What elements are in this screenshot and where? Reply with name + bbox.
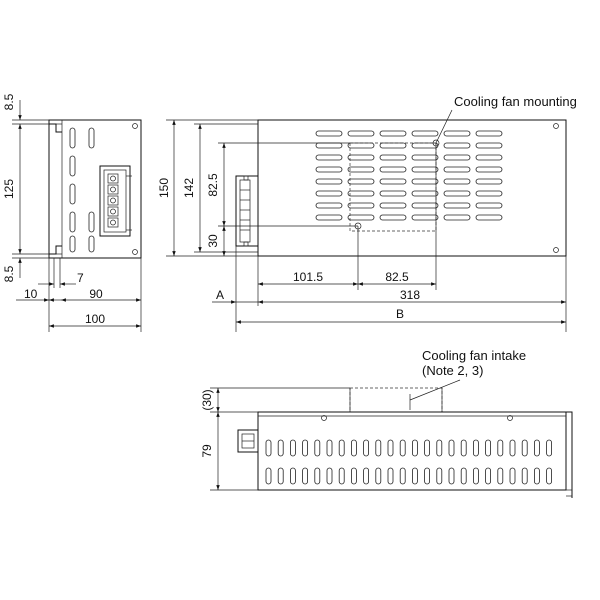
vent-slot — [363, 467, 370, 485]
vent-slot — [472, 467, 479, 485]
front-view: Cooling fan intake (Note 2, 3) (30) 79 — [200, 348, 573, 498]
vent-slot — [399, 439, 406, 457]
dim-top-a: A — [216, 288, 224, 302]
top-screw-tr — [553, 123, 559, 129]
dim-top-fan-height: 82.5 — [206, 173, 220, 197]
dim-side-flange: 7 — [77, 271, 84, 285]
dim-side-bottom-gap: 8.5 — [2, 265, 16, 282]
vent-slot — [497, 467, 504, 485]
top-terminal-block — [235, 175, 259, 247]
vent-slot — [546, 439, 552, 457]
dim-top-b: B — [396, 307, 404, 321]
vent-slot — [534, 439, 540, 457]
dim-side-top-gap: 8.5 — [2, 93, 16, 110]
vent-slot — [314, 467, 321, 485]
dim-side-mount-span: 125 — [2, 179, 16, 199]
top-view: Cooling fan mounting 150 142 82.5 30 101… — [157, 94, 577, 332]
vent-slot — [387, 439, 394, 457]
vent-slot — [436, 439, 443, 457]
top-screw-br — [553, 247, 559, 253]
top-vent-slots — [315, 130, 503, 221]
vent-slot — [302, 439, 309, 457]
side-body-outline — [48, 119, 142, 259]
front-fan — [349, 387, 443, 413]
side-view: 8.5 125 8.5 7 10 90 100 — [2, 93, 142, 332]
dim-top-length: 318 — [400, 288, 420, 302]
dim-front-fan-clearance: (30) — [200, 389, 214, 410]
dim-side-depth: 90 — [89, 287, 103, 301]
front-vent-slots — [265, 439, 552, 485]
side-vent-slots — [69, 127, 95, 253]
vent-slot — [497, 439, 504, 457]
vent-slot — [460, 439, 467, 457]
side-screw-bottom — [132, 249, 138, 255]
vent-slot — [485, 439, 492, 457]
note-fan-intake-line1: Cooling fan intake — [422, 348, 526, 363]
vent-slot — [326, 467, 333, 485]
vent-slot — [546, 467, 552, 485]
vent-slot — [289, 467, 296, 485]
vent-slot — [424, 467, 431, 485]
vent-slot — [265, 467, 272, 485]
dim-top-fan-left: 101.5 — [293, 270, 323, 284]
top-body-outline — [257, 119, 567, 257]
vent-slot — [277, 439, 284, 457]
vent-slot — [387, 467, 394, 485]
dim-top-fan-width: 82.5 — [385, 270, 409, 284]
vent-slot — [326, 439, 333, 457]
dim-side-offset: 10 — [24, 287, 38, 301]
vent-slot — [375, 467, 382, 485]
side-screw-top — [132, 123, 138, 129]
vent-slot — [485, 467, 492, 485]
vent-slot — [363, 439, 370, 457]
vent-slot — [302, 467, 309, 485]
vent-slot — [460, 467, 467, 485]
vent-slot — [411, 439, 418, 457]
fan-mounting-area — [349, 142, 437, 232]
note-fan-mounting: Cooling fan mounting — [454, 94, 577, 109]
vent-slot — [277, 467, 284, 485]
vent-slot — [289, 439, 296, 457]
vent-slot — [350, 439, 357, 457]
note-fan-intake-line2: (Note 2, 3) — [422, 363, 483, 378]
dim-top-fan-bottom: 30 — [206, 234, 220, 248]
vent-slot — [338, 439, 345, 457]
front-terminal — [237, 429, 259, 453]
vent-slot — [534, 467, 540, 485]
vent-slot — [521, 467, 528, 485]
vent-slot — [424, 439, 431, 457]
dim-top-height-150: 150 — [157, 178, 171, 198]
vent-slot — [314, 439, 321, 457]
vent-slot — [411, 467, 418, 485]
vent-slot — [375, 439, 382, 457]
vent-slot — [265, 439, 272, 457]
vent-slot — [338, 467, 345, 485]
dim-top-height-142: 142 — [182, 178, 196, 198]
vent-slot — [509, 467, 516, 485]
vent-slot — [448, 467, 455, 485]
vent-slot — [399, 467, 406, 485]
side-mount-tab-bottom — [49, 245, 62, 255]
vent-slot — [509, 439, 516, 457]
dim-side-total-width: 100 — [85, 312, 105, 326]
vent-slot — [448, 439, 455, 457]
dim-front-height: 79 — [200, 444, 214, 458]
vent-slot — [350, 467, 357, 485]
vent-slot — [521, 439, 528, 457]
vent-slot — [436, 467, 443, 485]
vent-slot — [472, 439, 479, 457]
side-mount-tab-top — [49, 123, 62, 133]
terminal-block — [99, 165, 132, 237]
